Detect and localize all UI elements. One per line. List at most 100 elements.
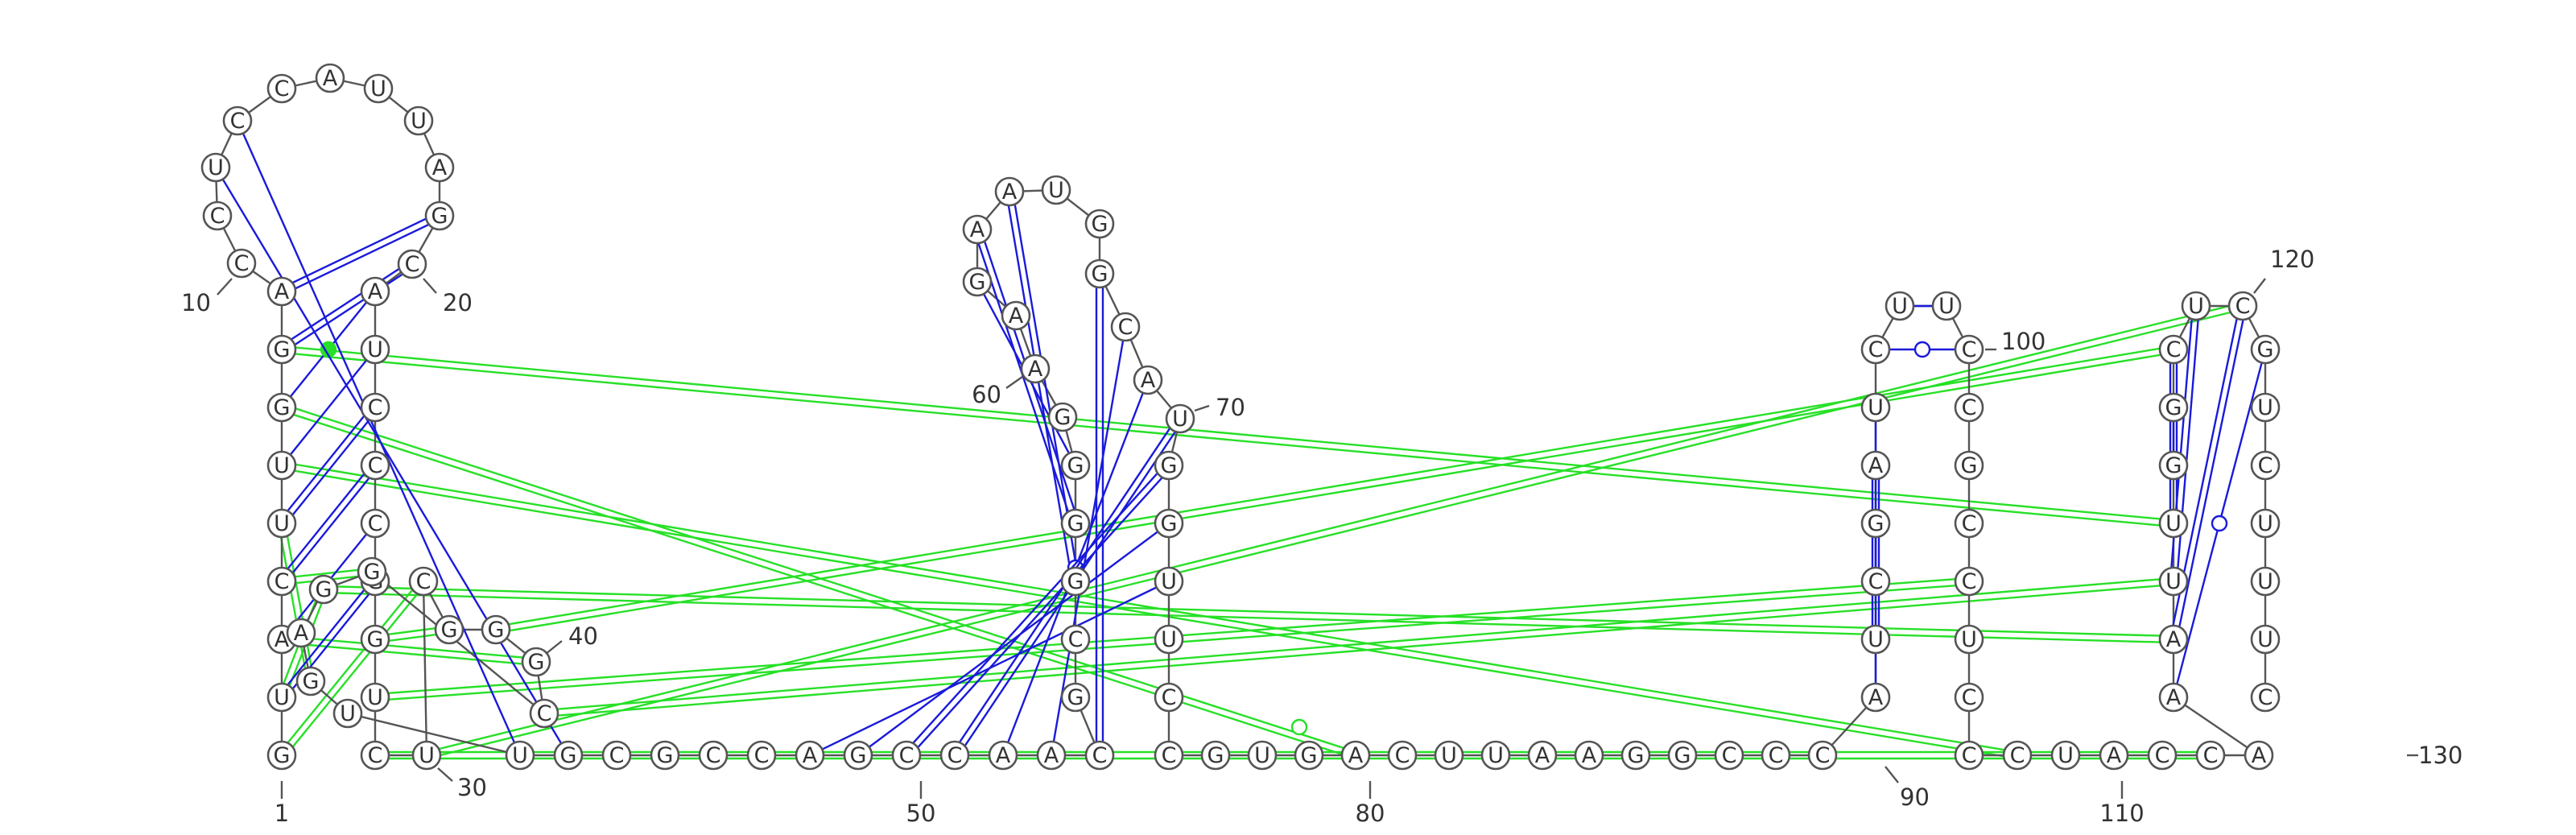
nucleotide-letter: U (1892, 294, 1908, 319)
nucleotide-letter: U (2257, 511, 2273, 536)
nucleotide-letter: C (706, 743, 721, 768)
nucleotide-letter: G (1208, 743, 1224, 768)
position-label: 20 (443, 289, 473, 316)
nucleotide: A (962, 214, 993, 245)
nucleotide: U (403, 105, 434, 136)
nucleotide: G (962, 267, 993, 297)
nucleotide-letter: G (303, 669, 320, 694)
nucleotide: C (266, 73, 297, 104)
pseudoknot-pair (544, 583, 2174, 718)
nucleotide-layer: GUACUUGGACCUCCAUUAGCAUCCCGGUCUCGGGCGGAGU… (200, 63, 2281, 771)
pseudoknot-pair (281, 567, 372, 580)
nucleotide: A (2099, 740, 2129, 771)
nucleotide: U (1247, 740, 1278, 771)
nucleotide: C (2227, 291, 2258, 321)
nucleotide: C (2002, 740, 2033, 771)
nucleotide-letter: U (2058, 743, 2074, 768)
backbone-segment (422, 581, 428, 756)
nucleotide: U (266, 682, 297, 713)
nucleotide-letter: G (1067, 453, 1084, 478)
nucleotide: U (1931, 291, 1962, 321)
nucleotide-letter: C (1868, 569, 1884, 594)
nucleotide: G (2158, 450, 2189, 481)
nucleotide-letter: U (208, 155, 224, 180)
nucleotide-letter: G (274, 743, 291, 768)
nucleotide: A (424, 152, 455, 183)
nucleotide-letter: A (2166, 627, 2182, 652)
nucleotide-letter: U (2165, 511, 2182, 536)
nucleotide-letter: C (899, 743, 914, 768)
canonical-base-pair (1005, 192, 1074, 582)
base-pair-line (857, 523, 1170, 756)
nucleotide-letter: U (1868, 395, 1884, 420)
nucleotide: U (2158, 508, 2189, 539)
nucleotide: G (1084, 258, 1115, 289)
nucleotide-letter: C (1162, 743, 1177, 768)
nucleotide-letter: C (368, 395, 383, 420)
canonical-base-pair (283, 408, 379, 527)
position-tick (1005, 376, 1023, 389)
nucleotide-letter: G (316, 577, 332, 602)
nucleotide-letter: U (1254, 743, 1270, 768)
nucleotide-letter: A (2107, 743, 2122, 768)
pseudoknot-pair (281, 641, 536, 667)
nucleotide: C (1954, 566, 1984, 597)
nucleotide-letter: A (275, 279, 290, 304)
position-label: 80 (1356, 800, 1385, 827)
nucleotide: G (434, 614, 464, 645)
nucleotide: G (308, 574, 339, 605)
nucleotide: C (601, 740, 632, 771)
nucleotide: G (424, 200, 455, 231)
canonical-base-pair (2175, 306, 2248, 641)
nucleotide: U (1154, 624, 1184, 655)
nucleotide: U (1860, 624, 1891, 655)
position-label: 110 (2099, 800, 2144, 827)
nucleotide: G (553, 740, 584, 771)
nucleotide-letter: C (609, 743, 625, 768)
position-label: 90 (1900, 783, 1930, 811)
pseudoknot-pair (282, 345, 2174, 522)
nucleotide: U (1885, 291, 1915, 321)
pseudoknot-pair (427, 308, 2244, 760)
nucleotide-letter: A (2252, 743, 2267, 768)
pseudoknot-pair (496, 351, 2174, 635)
nucleotide-letter: A (970, 217, 985, 242)
nucleotide-letter: C (1162, 685, 1177, 710)
position-label: 30 (457, 774, 487, 801)
nucleotide-letter: A (368, 279, 383, 304)
base-pair-line (214, 167, 570, 756)
nucleotide: C (202, 200, 233, 231)
pseudoknot-pair (277, 523, 309, 682)
nucleotide-letter: A (432, 155, 448, 180)
position-label: 70 (1216, 394, 1245, 421)
nucleotide-letter: A (294, 621, 309, 646)
nucleotide-letter: U (1048, 178, 1064, 203)
nucleotide: U (332, 698, 363, 729)
nucleotide-letter: G (364, 560, 381, 585)
nucleotide-letter: C (2258, 453, 2273, 478)
nucleotide: U (1165, 403, 1195, 434)
nucleotide-letter: A (1868, 453, 1884, 478)
nucleotide: C (1154, 682, 1184, 713)
nucleotide: U (2050, 740, 2081, 771)
base-pair-line (1050, 326, 1127, 756)
pseudoknot-layer (277, 301, 2244, 760)
base-pair-line (281, 349, 376, 466)
nucleotide-letter: G (1092, 262, 1108, 287)
nucleotide: C (1060, 624, 1091, 655)
nucleotide: C (360, 740, 390, 771)
nucleotide: G (266, 334, 297, 365)
nucleotide-letter: C (754, 743, 770, 768)
nucleotide-letter: C (2155, 743, 2170, 768)
nucleotide: G (2158, 392, 2189, 423)
nucleotide: C (360, 392, 390, 423)
nucleotide-letter: G (274, 395, 291, 420)
nucleotide-letter: U (2188, 294, 2204, 319)
position-label: 10 (181, 289, 211, 316)
backbone-segment (371, 571, 545, 714)
position-label: 120 (2270, 246, 2314, 273)
nucleotide: C (939, 740, 970, 771)
nucleotide-letter: C (405, 252, 420, 277)
nucleotide: C (2195, 740, 2226, 771)
